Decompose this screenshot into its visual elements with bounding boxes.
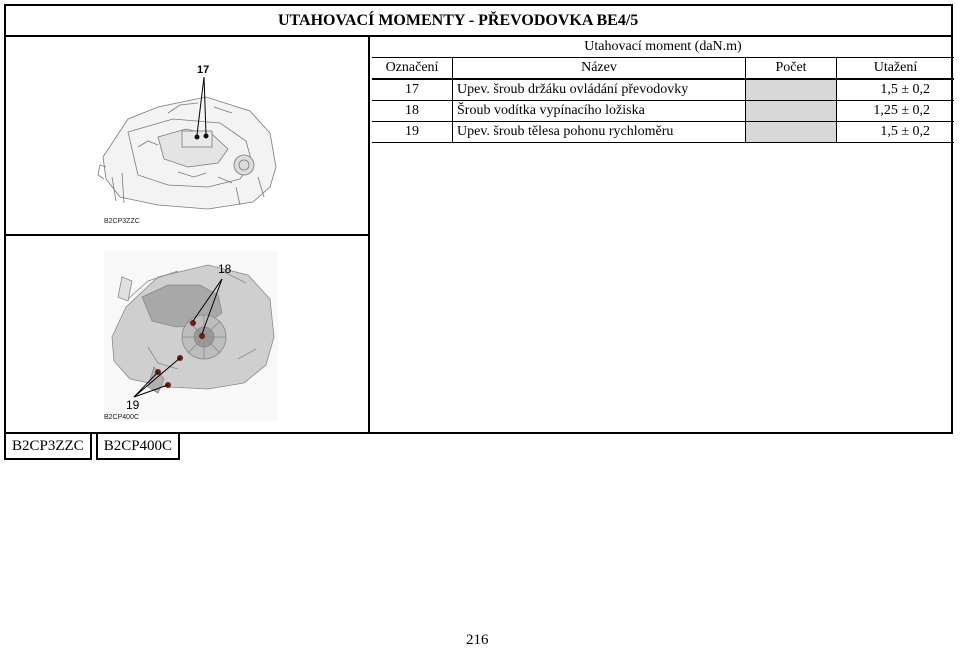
title-divider: [6, 35, 951, 37]
row-torque: 1,25 ± 0,2: [836, 100, 954, 122]
page-title: UTAHOVACÍ MOMENTY - PŘEVODOVKA BE4/5: [278, 12, 639, 29]
row-count: [745, 100, 837, 122]
table-group-header: Utahovací moment (daN.m): [372, 37, 954, 58]
torque-table: Utahovací moment (daN.m) Označení Název …: [372, 37, 954, 143]
gearbox-figure-2: 18 19 B2CP400C: [104, 251, 278, 421]
figure-label-2: B2CP400C: [95, 434, 181, 460]
row-name: Upev. šroub držáku ovládání převodovky: [452, 79, 746, 101]
row-torque: 1,5 ± 0,2: [836, 121, 954, 143]
figure-divider: [6, 234, 368, 236]
table-row: 19 Upev. šroub tělesa pohonu rychloměru …: [372, 121, 954, 143]
row-name: Šroub vodítka vypínacího ložiska: [452, 100, 746, 122]
row-id: 18: [372, 100, 453, 122]
callout-19: 19: [126, 398, 140, 412]
callout-17: 17: [197, 64, 209, 76]
col-header-torque: Utažení: [836, 57, 954, 80]
col-header-count: Počet: [745, 57, 837, 80]
row-id: 19: [372, 121, 453, 143]
gearbox-figure-1: 17 B2CP3ZZC: [97, 64, 277, 225]
figure-1-caption: B2CP3ZZC: [104, 218, 140, 225]
row-torque: 1,5 ± 0,2: [836, 79, 954, 101]
figure-label-1: B2CP3ZZC: [4, 434, 92, 460]
page-number: 216: [466, 632, 489, 648]
col-header-id: Označení: [372, 57, 453, 80]
callout-18: 18: [218, 262, 232, 276]
column-divider: [368, 35, 370, 432]
col-header-name: Název: [452, 57, 746, 80]
table-row: 18 Šroub vodítka vypínacího ložiska 1,25…: [372, 100, 954, 122]
document-frame: UTAHOVACÍ MOMENTY - PŘEVODOVKA BE4/5 17 …: [4, 4, 954, 434]
row-count: [745, 79, 837, 101]
row-id: 17: [372, 79, 453, 101]
table-row: 17 Upev. šroub držáku ovládání převodovk…: [372, 79, 954, 101]
figure-2-caption: B2CP400C: [104, 414, 139, 421]
row-name: Upev. šroub tělesa pohonu rychloměru: [452, 121, 746, 143]
figure-label-strip: B2CP3ZZC B2CP400C: [4, 434, 181, 460]
row-count: [745, 121, 837, 143]
